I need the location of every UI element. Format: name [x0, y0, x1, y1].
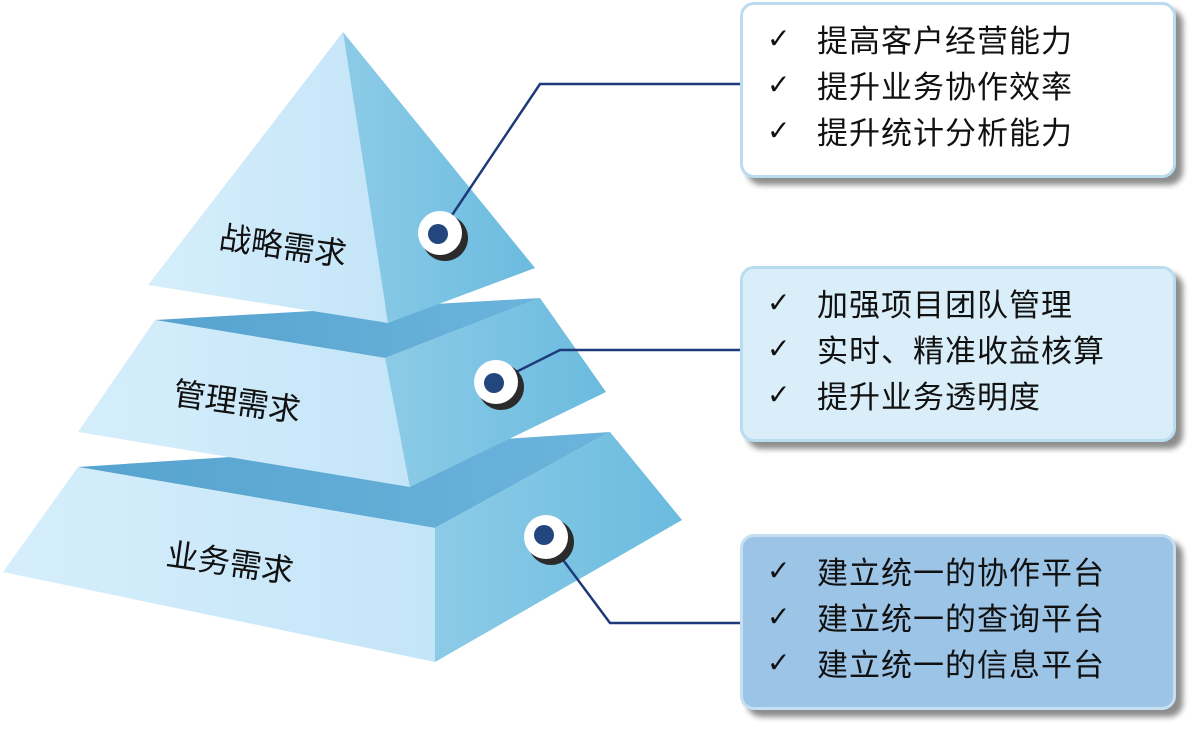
tier-strategy-left-face [148, 32, 388, 323]
list-item: ✓ 提高客户经营能力 [767, 15, 1173, 61]
check-icon: ✓ [767, 553, 792, 587]
marker-management [474, 360, 524, 410]
check-icon: ✓ [767, 113, 792, 147]
list-item: ✓ 加强项目团队管理 [767, 279, 1173, 325]
check-icon: ✓ [767, 67, 792, 101]
list-item-text: 提升业务协作效率 [817, 69, 1073, 106]
check-icon: ✓ [767, 331, 792, 365]
list-item: ✓ 建立统一的协作平台 [767, 547, 1173, 593]
management-goals-box: ✓ 加强项目团队管理 ✓ 实时、精准收益核算 ✓ 提升业务透明度 [740, 266, 1176, 442]
list-item-text: 加强项目团队管理 [817, 287, 1073, 324]
business-goals-box: ✓ 建立统一的协作平台 ✓ 建立统一的查询平台 ✓ 建立统一的信息平台 [740, 534, 1176, 710]
list-item: ✓ 建立统一的信息平台 [767, 639, 1173, 685]
connector-business [544, 536, 745, 625]
list-item-text: 建立统一的协作平台 [817, 555, 1105, 592]
list-item: ✓ 建立统一的查询平台 [767, 593, 1173, 639]
check-icon: ✓ [767, 21, 792, 55]
strategy-goals-box: ✓ 提高客户经营能力 ✓ 提升业务协作效率 ✓ 提升统计分析能力 [740, 2, 1176, 178]
list-item: ✓ 提升业务透明度 [767, 371, 1173, 417]
check-icon: ✓ [767, 285, 792, 319]
list-item: ✓ 提升统计分析能力 [767, 107, 1173, 153]
list-item-text: 提升统计分析能力 [817, 115, 1073, 152]
check-icon: ✓ [767, 377, 792, 411]
list-item-text: 提高客户经营能力 [817, 23, 1073, 60]
check-icon: ✓ [767, 645, 792, 679]
tier-management-left-face [78, 320, 410, 487]
list-item-text: 实时、精准收益核算 [817, 333, 1105, 370]
list-item-text: 建立统一的信息平台 [817, 647, 1105, 684]
tier-strategy-right-face [343, 32, 535, 323]
list-item: ✓ 提升业务协作效率 [767, 61, 1173, 107]
list-item-text: 提升业务透明度 [817, 379, 1041, 416]
tier-business-left-face [3, 467, 435, 662]
tier-business-top-slab [78, 432, 610, 528]
check-icon: ✓ [767, 599, 792, 633]
tier-strategy: 战略需求 [148, 32, 535, 323]
list-item-text: 建立统一的查询平台 [817, 601, 1105, 638]
marker-business [524, 515, 574, 565]
tier-management-top-slab [155, 298, 540, 358]
connector-strategy [438, 82, 745, 234]
marker-strategy [418, 211, 468, 261]
list-item: ✓ 实时、精准收益核算 [767, 325, 1173, 371]
